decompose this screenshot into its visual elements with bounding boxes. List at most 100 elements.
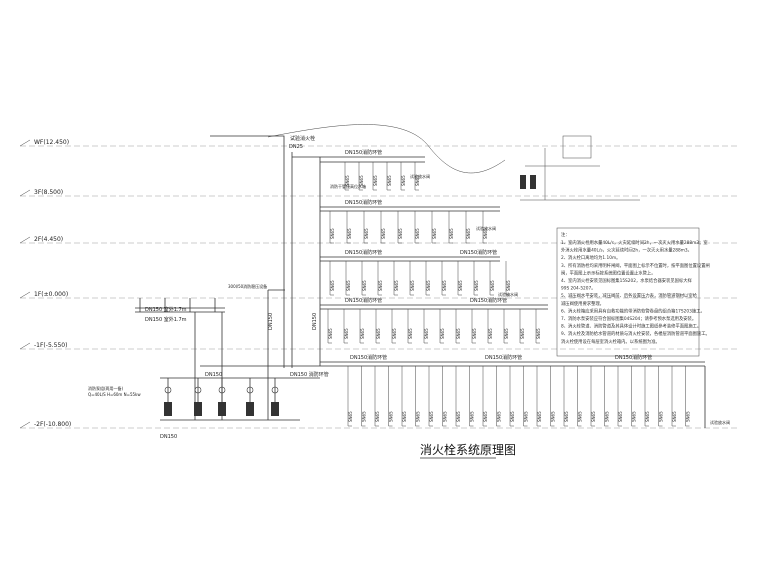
label-f1-main1: DN150消防环管 — [345, 297, 382, 304]
hydrant-label: SN65 — [449, 228, 454, 239]
hydrant-label: SN65 — [440, 328, 445, 339]
detail-tank — [562, 135, 592, 159]
hydrant-label: SN65 — [360, 328, 365, 339]
hydrant-label: SN65 — [645, 411, 650, 422]
hydrant-label: SN65 — [394, 280, 399, 291]
note-line: 99S 204-5207。 — [561, 286, 596, 292]
label-wf-main: DN150消防环管 — [345, 149, 382, 156]
hydrant-label: SN65 — [659, 411, 664, 422]
floor-label: WF(12.450) — [34, 139, 69, 146]
hydrant-label: SN65 — [466, 228, 471, 239]
detail-valve-2 — [530, 175, 536, 189]
note-line: 消火栓使用设在每层室消火栓箱内。以系统图为准。 — [561, 338, 660, 345]
hydrant-label: SN65 — [424, 328, 429, 339]
hydrant-label: SN65 — [618, 411, 623, 422]
hydrant-label: SN65 — [578, 411, 583, 422]
label-pump-dn: DN150 — [160, 434, 177, 440]
hydrant-label: SN65 — [442, 280, 447, 291]
hydrant-label: SN65 — [398, 228, 403, 239]
roof-pipe — [210, 135, 285, 144]
hydrant-label: SN65 — [458, 280, 463, 291]
hydrant-label: SN65 — [389, 411, 394, 422]
label-b1-main1: DN150消防环管 — [350, 354, 387, 361]
floor-label: -2F(-10.800) — [34, 421, 71, 428]
hydrant-label: SN65 — [456, 328, 461, 339]
note-line: 减压阀使用要求整理。 — [561, 300, 604, 307]
label-f2-main2: DN150消防环管 — [460, 249, 497, 256]
detail-valve-1 — [520, 175, 526, 189]
floor-marker — [19, 189, 31, 197]
pump-icon — [218, 402, 226, 416]
hydrant-label: SN65 — [632, 411, 637, 422]
note-line: 6、消火栓箱应采用具有自救功能的带消防软管卷盘的组合箱17S203施工。 — [561, 307, 705, 314]
hydrant-label: SN65 — [378, 280, 383, 291]
hydrant-label: SN65 — [375, 411, 380, 422]
hydrant-label: SN65 — [387, 175, 392, 186]
hydrant-label: SN65 — [686, 411, 691, 422]
hydrant-label: SN65 — [504, 328, 509, 339]
hydrant-label: SN65 — [376, 328, 381, 339]
label-f3-tag: 消防干管接高位水箱 — [330, 183, 366, 189]
label-end-tag1: 试验放水阀 — [476, 225, 496, 231]
hydrant-label: SN65 — [483, 411, 488, 422]
floor-levels: WF(12.450)3F(8.500)2F(4.450)1F(±0.000)-1… — [19, 139, 740, 429]
hydrant-label: SN65 — [524, 411, 529, 422]
hydrant-label: SN65 — [401, 175, 406, 186]
note-line: 9、消火栓及消防给水管道的材质与消火栓安装，各楼层消防管道平面图施工。 — [561, 330, 710, 337]
label-pump-tag2: Q=40L/S H=60m N=55kw — [88, 392, 141, 397]
label-pump-tag1: 消防泵组(两用一备) — [88, 385, 124, 391]
hydrant-label: SN65 — [347, 228, 352, 239]
floor-marker — [19, 139, 31, 147]
hydrant-label: SN65 — [416, 411, 421, 422]
design-notes: 注： 1、室内消火栓用水量40L/s，火灾延续时间2h，一次灭火用水量288m3… — [561, 231, 710, 345]
hydrant-label: SN65 — [537, 411, 542, 422]
drawing-title: 消火栓系统原理图 — [420, 442, 516, 457]
note-line: 阀，平面图上示示标按系统图位置设置止水管上。 — [561, 269, 656, 276]
hydrant-label: SN65 — [408, 328, 413, 339]
hydrant-label: SN65 — [510, 411, 515, 422]
hydrant-label: SN65 — [415, 175, 420, 186]
note-line: 1、室内消火栓用水量40L/s，火灾延续时间2h，一次灭火用水量288m3；室 — [561, 239, 708, 246]
label-top-pipe: DN25 — [289, 144, 303, 150]
floor-mains — [200, 157, 706, 428]
hydrant-label: SN65 — [672, 411, 677, 422]
hydrant-label: SN65 — [483, 228, 488, 239]
floor-marker — [19, 342, 31, 350]
pump-icon — [164, 402, 172, 416]
hydrant-label: SN65 — [443, 411, 448, 422]
pump-group — [164, 378, 279, 416]
hydrant-label: SN65 — [506, 280, 511, 291]
floor-marker — [19, 236, 31, 244]
pump-icon — [194, 402, 202, 416]
pump-icon — [246, 402, 254, 416]
hydrant-label: SN65 — [345, 175, 350, 186]
hydrant-label: SN65 — [392, 328, 397, 339]
hydrant-label: SN65 — [488, 328, 493, 339]
hydrant-label: SN65 — [426, 280, 431, 291]
hydrant-label: SN65 — [330, 228, 335, 239]
floor-label: 1F(±0.000) — [34, 291, 68, 298]
label-b2-main: DN150 — [205, 372, 222, 378]
hydrant-label: SN65 — [456, 411, 461, 422]
label-b2-loop: DN150 消防环管 — [290, 371, 329, 378]
hydrant-label: SN65 — [564, 411, 569, 422]
text-labels: DN25 试验消火栓 DN150消防环管 DN150消防环管 消防干管接高位水箱… — [88, 135, 730, 440]
notes-box — [556, 227, 700, 357]
hydrant-label: SN65 — [330, 280, 335, 291]
label-end-tag2: 试验放水阀 — [498, 291, 518, 297]
floor-label: 3F(8.500) — [34, 189, 63, 196]
hydrant-label: SN65 — [415, 228, 420, 239]
roof-arc — [267, 124, 506, 174]
hydrant-label: SN65 — [346, 280, 351, 291]
valve-icon — [246, 386, 254, 394]
floor-marker — [19, 291, 31, 299]
label-left-top2: DN150 室外1.7m — [145, 316, 187, 323]
note-line: 3、所有消防栓均采用明杆闸阀，平面图上标示不位置时，按平面图位置设置闸 — [561, 262, 710, 269]
hydrant-label: SN65 — [470, 411, 475, 422]
hydrant-label: SN65 — [605, 411, 610, 422]
hydrant-label: SN65 — [591, 411, 596, 422]
hydrant-label: SN65 — [551, 411, 556, 422]
hydrant-label: SN65 — [362, 280, 367, 291]
